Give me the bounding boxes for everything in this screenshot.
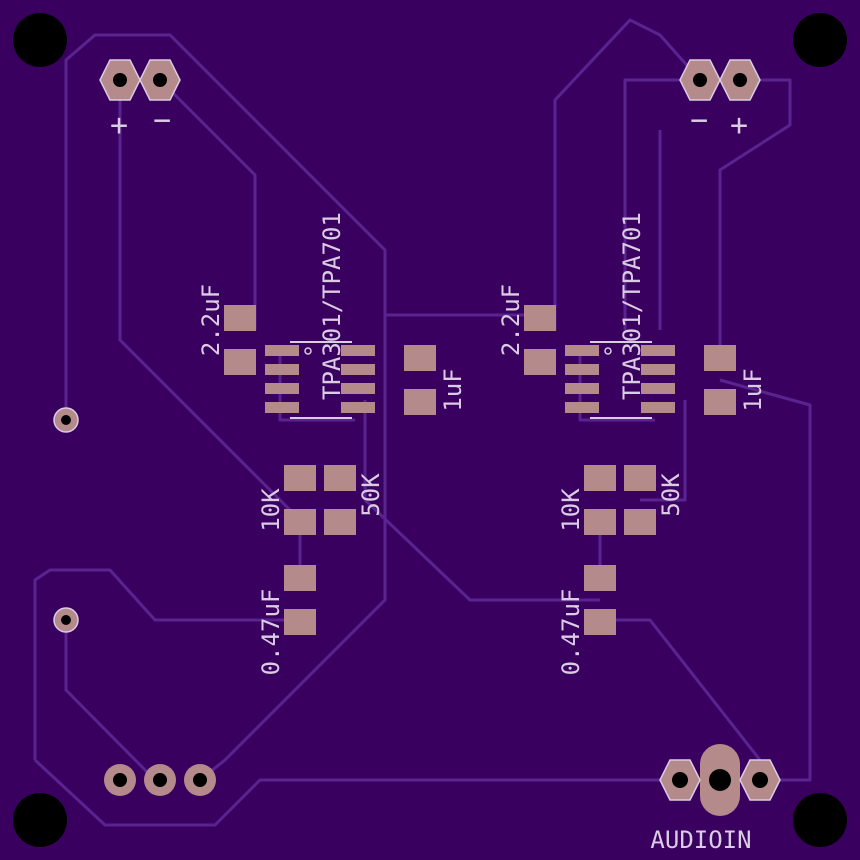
trace — [158, 78, 257, 330]
trace — [64, 620, 157, 782]
ic-pin — [565, 383, 599, 394]
drill-hole — [61, 415, 71, 425]
smd-pad — [224, 305, 256, 331]
left-amplifier-channel: 2.2uF TPA301/TPA701 1uF 10K 50K 0.47uF — [197, 212, 467, 675]
r-gain-in-label: 10K — [557, 488, 585, 532]
smd-pad — [624, 509, 656, 535]
audio-in-jack: AUDIOIN — [650, 744, 781, 854]
traces — [33, 18, 812, 827]
smd-pad — [584, 509, 616, 535]
trace — [278, 355, 355, 422]
drill-hole — [113, 773, 127, 787]
smd-pad — [284, 565, 316, 591]
cap-couple-label: 0.47uF — [557, 589, 585, 676]
ic-pin — [641, 345, 675, 356]
cap-couple-label: 0.47uF — [257, 589, 285, 676]
ic-pin — [265, 402, 299, 413]
mounting-hole — [793, 793, 847, 847]
smd-pad — [704, 345, 736, 371]
ic-pin — [641, 402, 675, 413]
right-amplifier-channel: 2.2uF TPA301/TPA701 1uF 10K 50K 0.47uF — [497, 212, 767, 675]
smd-pad — [524, 349, 556, 375]
mounting-holes — [13, 13, 847, 847]
ic-pin — [641, 383, 675, 394]
output-header — [104, 764, 216, 796]
drill-hole — [672, 772, 688, 788]
ic-pin — [341, 402, 375, 413]
ic-pin — [265, 345, 299, 356]
right-power-connector: − + — [679, 59, 761, 143]
smd-pad — [224, 349, 256, 375]
drill-hole — [733, 73, 747, 87]
trace — [33, 568, 300, 760]
side-vias — [53, 407, 79, 633]
pin1-marker — [604, 347, 612, 355]
trace — [623, 78, 700, 330]
audio-in-label: AUDIOIN — [650, 826, 751, 854]
left-power-connector: + − — [99, 59, 181, 143]
drill-hole — [193, 773, 207, 787]
trace — [199, 315, 387, 782]
drill-hole — [709, 769, 731, 791]
drill-hole — [752, 772, 768, 788]
cap-bypass-label: 1uF — [439, 368, 467, 411]
ic-pin — [265, 364, 299, 375]
ic-label: TPA301/TPA701 — [618, 212, 646, 400]
ic-pin — [341, 364, 375, 375]
ic-pin — [341, 345, 375, 356]
smd-pad — [284, 609, 316, 635]
mounting-hole — [13, 793, 67, 847]
smd-pad — [324, 509, 356, 535]
mounting-hole — [13, 13, 67, 67]
minus-label: − — [153, 103, 171, 138]
ic-pin — [565, 402, 599, 413]
smd-pad — [404, 345, 436, 371]
trace — [118, 80, 302, 522]
smd-pad — [284, 509, 316, 535]
ic-pin — [265, 383, 299, 394]
minus-label: − — [690, 103, 708, 138]
pin1-marker — [304, 347, 312, 355]
ic-pin — [565, 345, 599, 356]
cap-bypass-label: 1uF — [739, 368, 767, 411]
smd-pad — [624, 465, 656, 491]
smd-pad — [324, 465, 356, 491]
smd-pad — [704, 389, 736, 415]
r-gain-in-label: 10K — [257, 488, 285, 532]
smd-pad — [524, 305, 556, 331]
r-gain-fb-label: 50K — [357, 473, 385, 517]
trace — [553, 18, 702, 330]
trace — [363, 400, 600, 602]
smd-pad — [584, 465, 616, 491]
drill-hole — [113, 73, 127, 87]
trace — [64, 33, 387, 420]
trace — [33, 758, 660, 827]
trace — [718, 78, 792, 350]
r-gain-fb-label: 50K — [657, 473, 685, 517]
cap-in-label: 2.2uF — [197, 284, 225, 356]
smd-pad — [584, 565, 616, 591]
ic-pin — [641, 364, 675, 375]
trace — [640, 400, 687, 502]
ic-pin — [565, 364, 599, 375]
smd-pad — [404, 389, 436, 415]
drill-hole — [153, 773, 167, 787]
mounting-hole — [793, 13, 847, 67]
drill-hole — [61, 615, 71, 625]
plus-label: + — [110, 108, 128, 143]
drill-hole — [693, 73, 707, 87]
ic-pin — [341, 383, 375, 394]
trace — [719, 378, 812, 782]
smd-pad — [584, 609, 616, 635]
trace — [578, 355, 655, 422]
cap-in-label: 2.2uF — [497, 284, 525, 356]
plus-label: + — [730, 108, 748, 143]
drill-hole — [153, 73, 167, 87]
ic-label: TPA301/TPA701 — [318, 212, 346, 400]
smd-pad — [284, 465, 316, 491]
trace — [600, 618, 762, 761]
